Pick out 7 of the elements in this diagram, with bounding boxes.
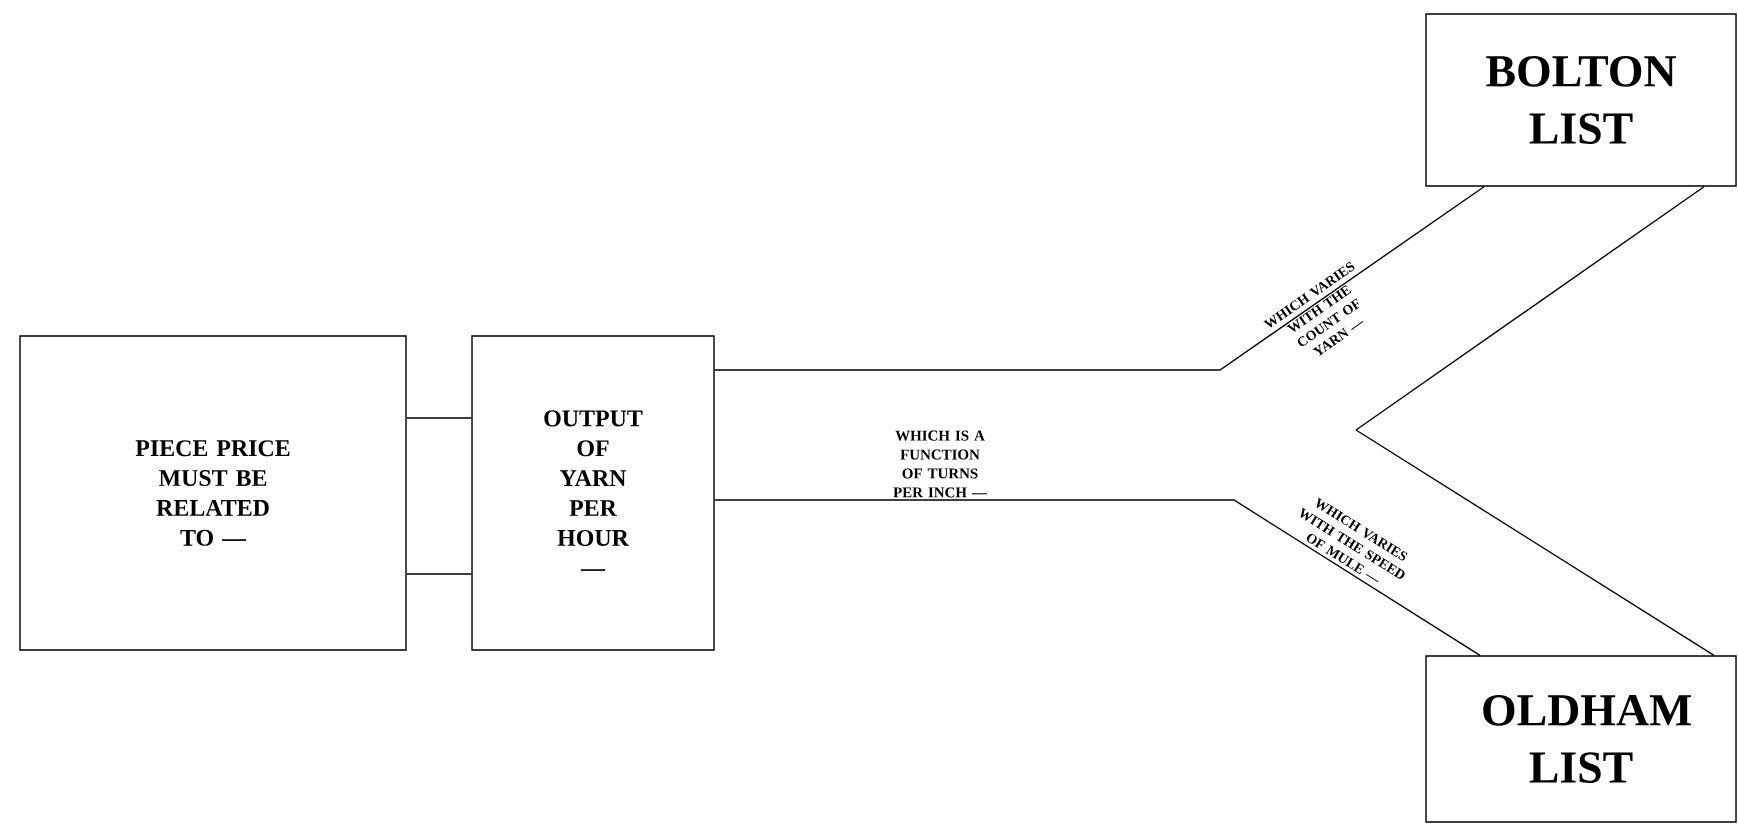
- channel-lines: [714, 429, 1715, 656]
- list-box: PIECE PRICE MUST BE RELATED TO —: [19, 335, 407, 651]
- list-box: BOLTON LIST: [1425, 13, 1737, 187]
- list-box: OLDHAM LIST: [1425, 655, 1737, 823]
- channel-lines: [714, 186, 1705, 431]
- channel-lines: [406, 417, 472, 575]
- list-box: OUTPUT OF YARN PER HOUR —: [471, 335, 715, 651]
